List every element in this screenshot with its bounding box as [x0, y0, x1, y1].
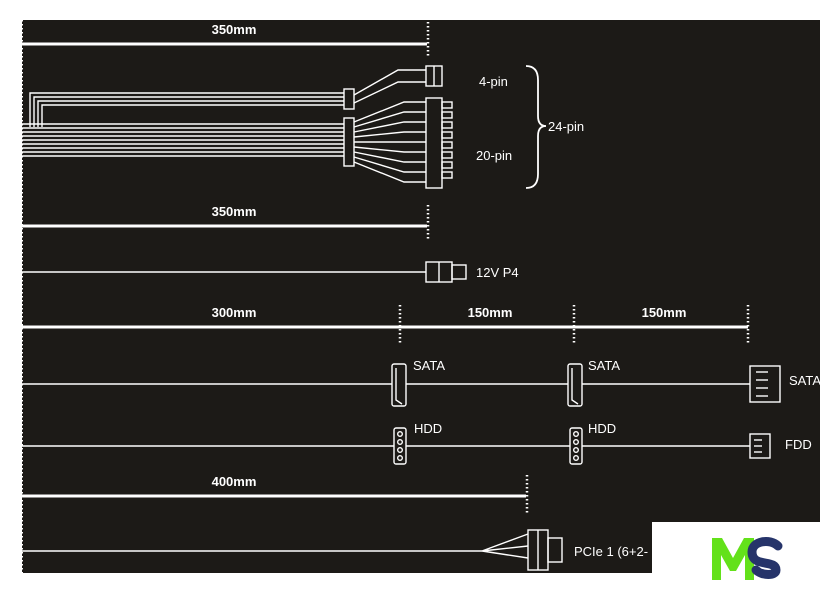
- four-pin-wires: [29, 92, 344, 127]
- main-fanout-wires: [353, 101, 426, 183]
- four-pin-splitter-clip: [343, 88, 355, 110]
- sata-connector-a: [391, 363, 407, 407]
- length-label-sata-3: 150mm: [642, 305, 687, 320]
- sata-connector-a-key: [395, 368, 403, 405]
- pcie-connector-label: PCIe 1 (6+2-: [574, 544, 648, 559]
- twenty-four-pin-brace: [525, 65, 547, 189]
- main-bundle-wires: [22, 123, 344, 157]
- length-label-pcie: 400mm: [212, 474, 257, 489]
- main-splitter-clip: [343, 117, 355, 167]
- twenty-pin-pins: [441, 101, 453, 179]
- hdd-label-b: HDD: [588, 421, 616, 436]
- length-label-sata-2: 150mm: [468, 305, 513, 320]
- sata-connector-c-slots: [756, 371, 768, 397]
- twenty-four-pin-label: 24-pin: [548, 119, 584, 134]
- cpu-connector-label: 12V P4: [476, 265, 519, 280]
- diagram-background: [22, 20, 820, 573]
- hdd-connector-b: [569, 427, 583, 465]
- pcie-fanout: [481, 533, 529, 559]
- ms-logo: [652, 522, 820, 593]
- length-label-sata-1: 300mm: [212, 305, 257, 320]
- sata-connector-b-key: [571, 368, 579, 405]
- sata-connector-b: [567, 363, 583, 407]
- length-label-main: 350mm: [212, 22, 257, 37]
- pcie-connector-latch: [547, 537, 563, 563]
- twenty-pin-label: 20-pin: [476, 148, 512, 163]
- sata-label-c: SATA: [789, 373, 821, 388]
- sata-label-a: SATA: [413, 358, 445, 373]
- sata-label-b: SATA: [588, 358, 620, 373]
- fdd-connector-slots: [754, 439, 762, 453]
- logo-letter-s: [747, 537, 783, 579]
- hdd-connector-a-pins: [397, 431, 404, 462]
- hdd-connector-a: [393, 427, 407, 465]
- hdd-connector-b-pins: [573, 431, 580, 462]
- fdd-label: FDD: [785, 437, 812, 452]
- twenty-pin-connector: [425, 97, 443, 189]
- four-pin-fanout: [353, 69, 426, 104]
- hdd-label-a: HDD: [414, 421, 442, 436]
- length-label-cpu: 350mm: [212, 204, 257, 219]
- four-pin-label: 4-pin: [479, 74, 508, 89]
- logo-letter-m: [712, 538, 754, 580]
- cpu-connector-latch: [451, 264, 467, 280]
